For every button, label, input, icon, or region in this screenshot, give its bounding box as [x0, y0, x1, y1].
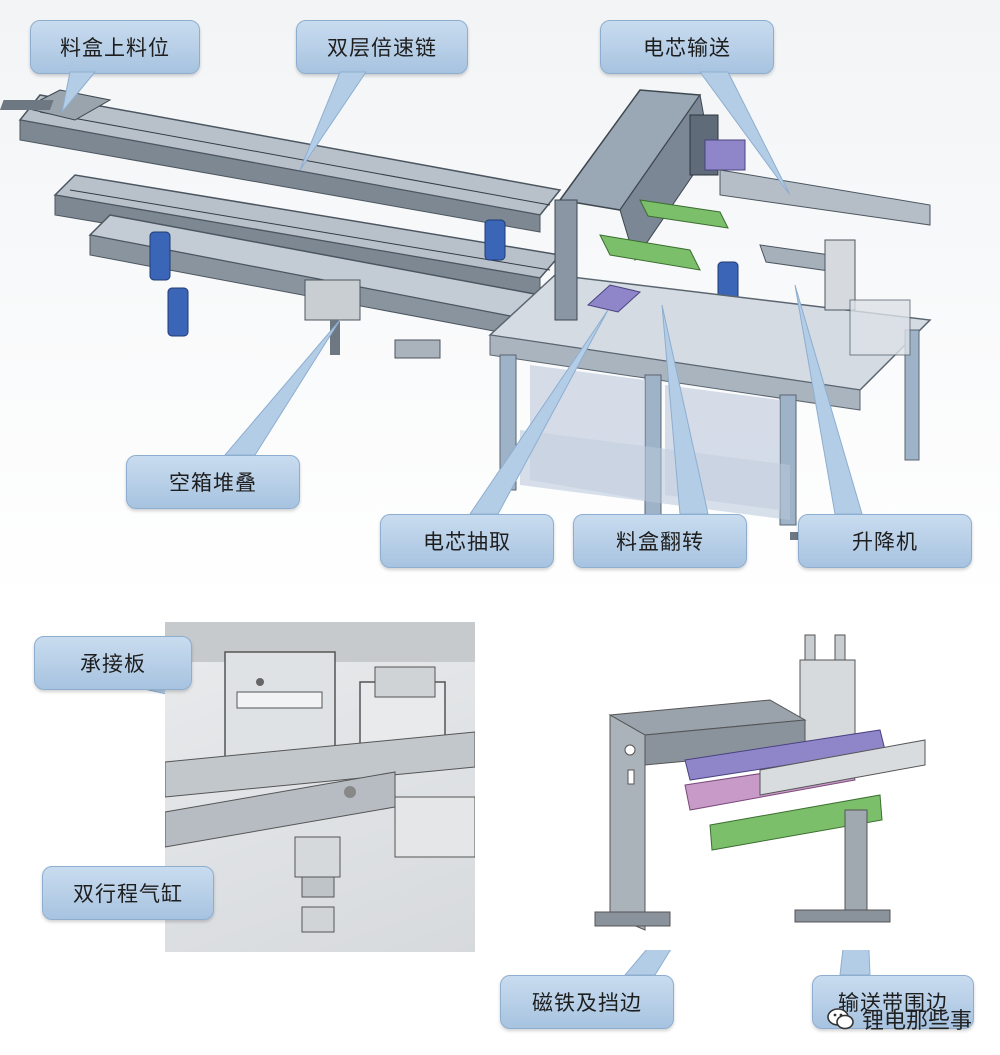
cell-trays	[599, 199, 837, 273]
callout-elevator: 升降机	[798, 514, 972, 568]
support-plate-drawing	[165, 622, 475, 933]
callout-magnet-stopper: 磁铁及挡边	[500, 975, 674, 1029]
watermark-text: 锂电那些事	[861, 1009, 972, 1034]
overall-machine-view	[0, 0, 1000, 600]
cell-extraction-part	[586, 284, 642, 313]
callout-tray-loading: 料盒上料位	[30, 20, 200, 74]
magnet-stopper-detail-view	[590, 630, 930, 950]
callout-tray-flip: 料盒翻转	[573, 514, 747, 568]
magnet-stopper-drawing	[594, 634, 926, 931]
support-plate-detail-view	[165, 622, 475, 952]
callout-dual-stroke-cylinder: 双行程气缸	[42, 866, 214, 920]
double-speed-chain-conveyor	[18, 94, 562, 337]
callout-empty-box-stacking: 空箱堆叠	[126, 455, 300, 509]
wechat-icon	[827, 1008, 854, 1030]
machine-3d-drawing	[0, 89, 932, 540]
callout-cell-extraction: 电芯抽取	[380, 514, 554, 568]
callout-support-plate: 承接板	[34, 636, 192, 690]
watermark: 锂电那些事	[826, 1003, 972, 1035]
blue-gear-motors	[149, 219, 739, 337]
callout-double-speed-chain: 双层倍速链	[296, 20, 468, 74]
callout-cell-transfer: 电芯输送	[600, 20, 774, 74]
